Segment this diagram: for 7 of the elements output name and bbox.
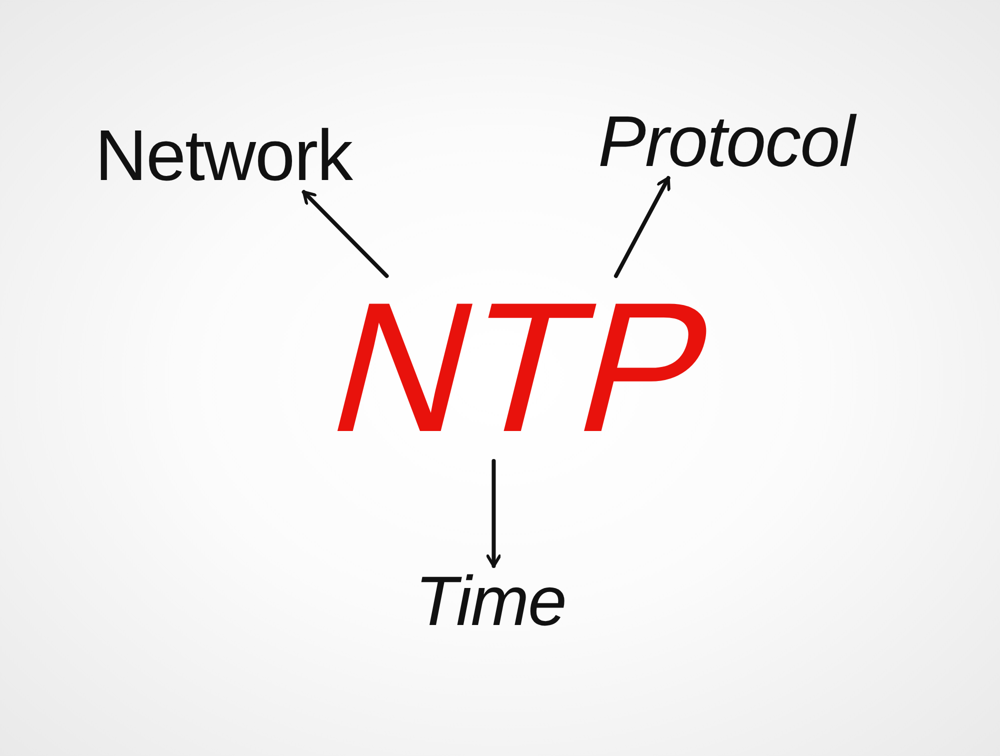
term-label: Network bbox=[95, 120, 354, 192]
acronym-title: NTP bbox=[311, 276, 735, 461]
term-label: Time bbox=[414, 566, 567, 636]
arrow bbox=[614, 176, 670, 278]
arrow bbox=[486, 459, 502, 568]
arrow bbox=[302, 190, 389, 278]
term-label: Protocol bbox=[596, 106, 864, 178]
